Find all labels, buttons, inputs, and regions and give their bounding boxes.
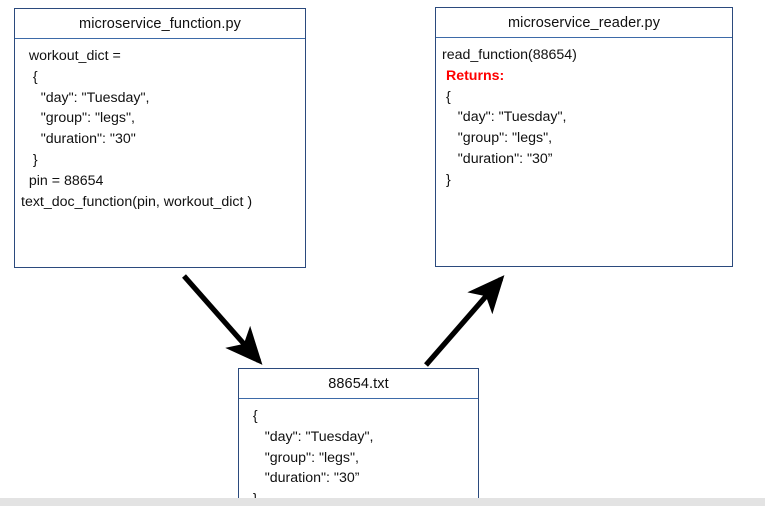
node-textfile[interactable]: 88654.txt { "day": "Tuesday", "group": "…: [238, 368, 479, 499]
node-title-divider: [436, 37, 732, 38]
footer-strip: [0, 498, 765, 506]
node-title-textfile: 88654.txt: [328, 376, 389, 392]
code-line: "duration": "30": [21, 131, 136, 148]
arrow-function-to-textfile: [182, 274, 263, 365]
code-line: text_doc_function(pin, workout_dict ): [21, 193, 253, 210]
code-line: {: [21, 68, 38, 85]
code-line: }: [442, 171, 451, 188]
code-line: "duration": "30”: [442, 150, 553, 167]
node-title-microservice-function: microservice_function.py: [79, 16, 241, 32]
code-line: workout_dict =: [21, 48, 121, 64]
code-line: read_function(88654): [442, 47, 577, 63]
returns-label: Returns:: [442, 67, 505, 84]
code-line: {: [245, 408, 258, 424]
node-title-divider: [239, 398, 478, 399]
code-line: }: [245, 489, 472, 498]
code-line: "group": "legs",: [21, 110, 135, 127]
code-line: "group": "legs",: [245, 449, 359, 466]
node-microservice-function[interactable]: microservice_function.py workout_dict = …: [14, 8, 306, 268]
node-microservice-reader[interactable]: microservice_reader.py read_function(886…: [435, 7, 733, 267]
code-line: "day": "Tuesday",: [21, 89, 150, 106]
code-line: "day": "Tuesday",: [245, 428, 374, 445]
node-title-divider: [15, 38, 305, 39]
node-title-microservice-reader: microservice_reader.py: [507, 15, 661, 31]
code-line: {: [442, 88, 451, 105]
arrow-textfile-to-reader: [424, 275, 505, 367]
node-body-microservice-function: workout_dict = { "day": "Tuesday", "grou…: [15, 39, 305, 216]
code-line: "group": "legs",: [442, 130, 553, 147]
code-line: "day": "Tuesday",: [442, 109, 567, 126]
node-body-microservice-reader: read_function(88654) Returns: { "day": "…: [436, 38, 732, 195]
code-line: pin = 88654: [21, 172, 104, 189]
code-line: }: [21, 151, 38, 168]
code-line: "duration": "30”: [245, 470, 360, 487]
node-body-textfile: { "day": "Tuesday", "group": "legs", "du…: [239, 399, 478, 498]
